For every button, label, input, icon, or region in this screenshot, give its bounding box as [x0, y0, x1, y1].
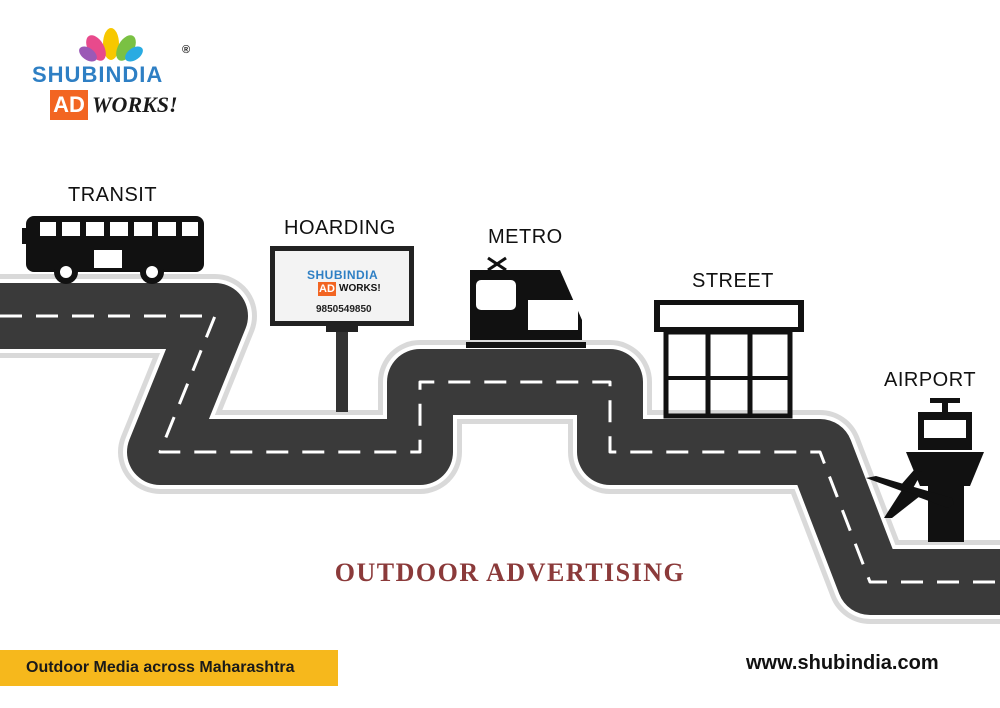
- logo-works-text: WORKS!: [92, 92, 178, 117]
- website-link[interactable]: www.shubindia.com: [746, 652, 939, 674]
- registered-mark: ®: [182, 44, 191, 56]
- airport-tower-icon: [906, 398, 984, 542]
- logo-flower-icon: [79, 28, 143, 62]
- tagline-text: Outdoor Media across Maharashtra: [26, 659, 295, 676]
- road: [0, 274, 1000, 624]
- billboard-works-text: WORKS!: [339, 283, 381, 294]
- billboard-brand-text: SHUBINDIA: [307, 268, 379, 282]
- logo-ad-text: AD: [50, 90, 88, 120]
- label-airport: AIRPORT: [884, 369, 977, 391]
- label-hoarding: HOARDING: [284, 217, 396, 239]
- label-metro: METRO: [488, 226, 563, 248]
- page-title: OUTDOOR ADVERTISING: [334, 558, 686, 587]
- metro-train-icon: [466, 256, 586, 348]
- logo-brand-text: SHUBINDIA: [32, 62, 164, 87]
- label-transit: TRANSIT: [68, 184, 158, 206]
- billboard-ad-text: AD: [318, 282, 336, 296]
- airplane-icon: [866, 470, 954, 518]
- hoarding-billboard: [270, 246, 414, 412]
- street-shelter: [654, 300, 804, 419]
- label-street: STREET: [692, 270, 774, 292]
- bus-icon: [22, 216, 204, 284]
- billboard-phone: 9850549850: [316, 304, 372, 315]
- tagline-banner: [0, 650, 338, 686]
